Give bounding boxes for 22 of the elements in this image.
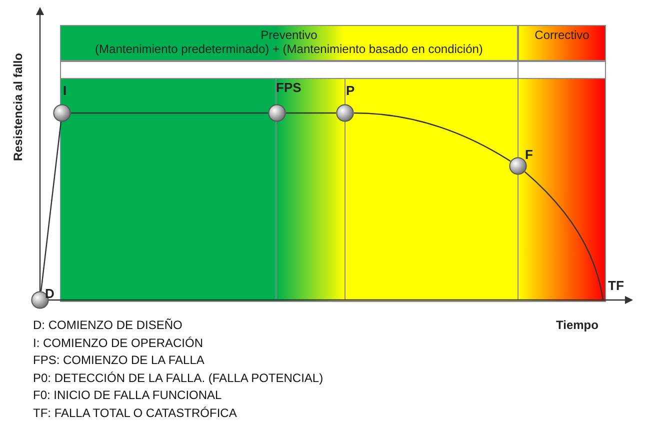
resistance-curve <box>354 112 511 162</box>
legend-note: P0: DETECCIÓN DE LA FALLA. (FALLA POTENCIAL) <box>33 370 324 384</box>
resistance-curve <box>524 171 604 300</box>
axis-title: Tiempo <box>556 318 598 332</box>
point-label: P <box>346 83 355 98</box>
header-band <box>518 25 606 61</box>
legend-note: TF: FALLA TOTAL O CATASTRÓFICA <box>33 406 237 420</box>
legend-note: FPS: COMIENZO DE LA FALLA <box>33 353 204 367</box>
resistance-curve <box>40 122 62 292</box>
header-band <box>60 25 518 61</box>
resistance-curve <box>286 112 336 114</box>
resistance-curve <box>71 112 268 114</box>
axis-title: Resistencia al fallo <box>11 52 25 164</box>
band-heading: Correctivo <box>534 28 590 42</box>
legend-note: I: COMIENZO DE OPERACIÓN <box>33 336 204 350</box>
legend-note: D: COMIENZO DE DISEÑO <box>33 318 182 332</box>
legend-note: F0: INICIO DE FALLA FUNCIONAL <box>33 388 222 402</box>
point-label: D <box>45 286 54 301</box>
point-label: I <box>63 83 67 98</box>
point-label: FPS <box>276 80 302 95</box>
point-label: F <box>525 147 533 162</box>
point-label: TF <box>608 278 624 293</box>
